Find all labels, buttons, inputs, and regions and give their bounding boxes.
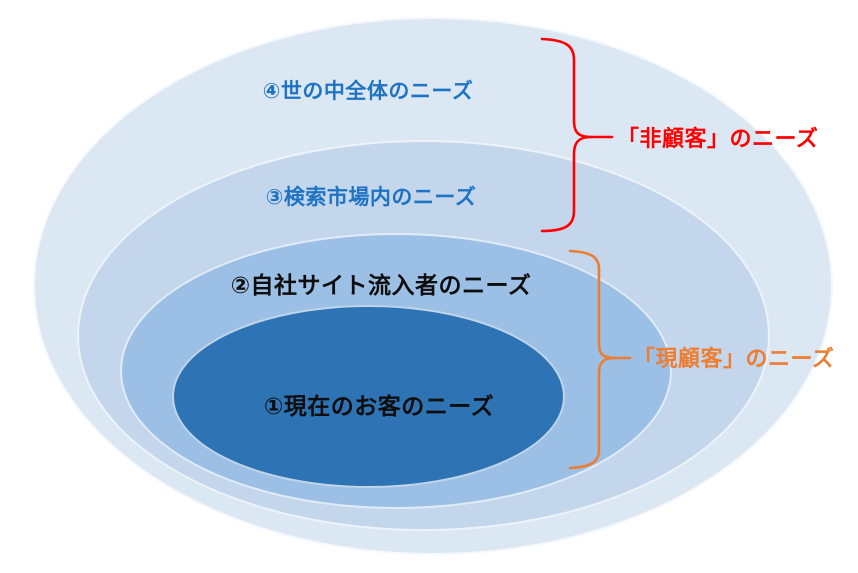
label-world-needs: ④世の中全体のニーズ xyxy=(262,80,474,103)
label-existing-customer-needs: 「現顧客」のニーズ xyxy=(633,346,835,371)
label-search-market-needs: ③検索市場内のニーズ xyxy=(265,186,477,209)
label-site-visitor-needs: ②自社サイト流入者のニーズ xyxy=(230,272,532,298)
ellipse-current-customer-needs xyxy=(172,305,565,488)
label-current-customer-needs: ①現在のお客のニーズ xyxy=(263,393,495,419)
label-non-customer-needs: 「非顧客」のニーズ xyxy=(617,126,819,151)
